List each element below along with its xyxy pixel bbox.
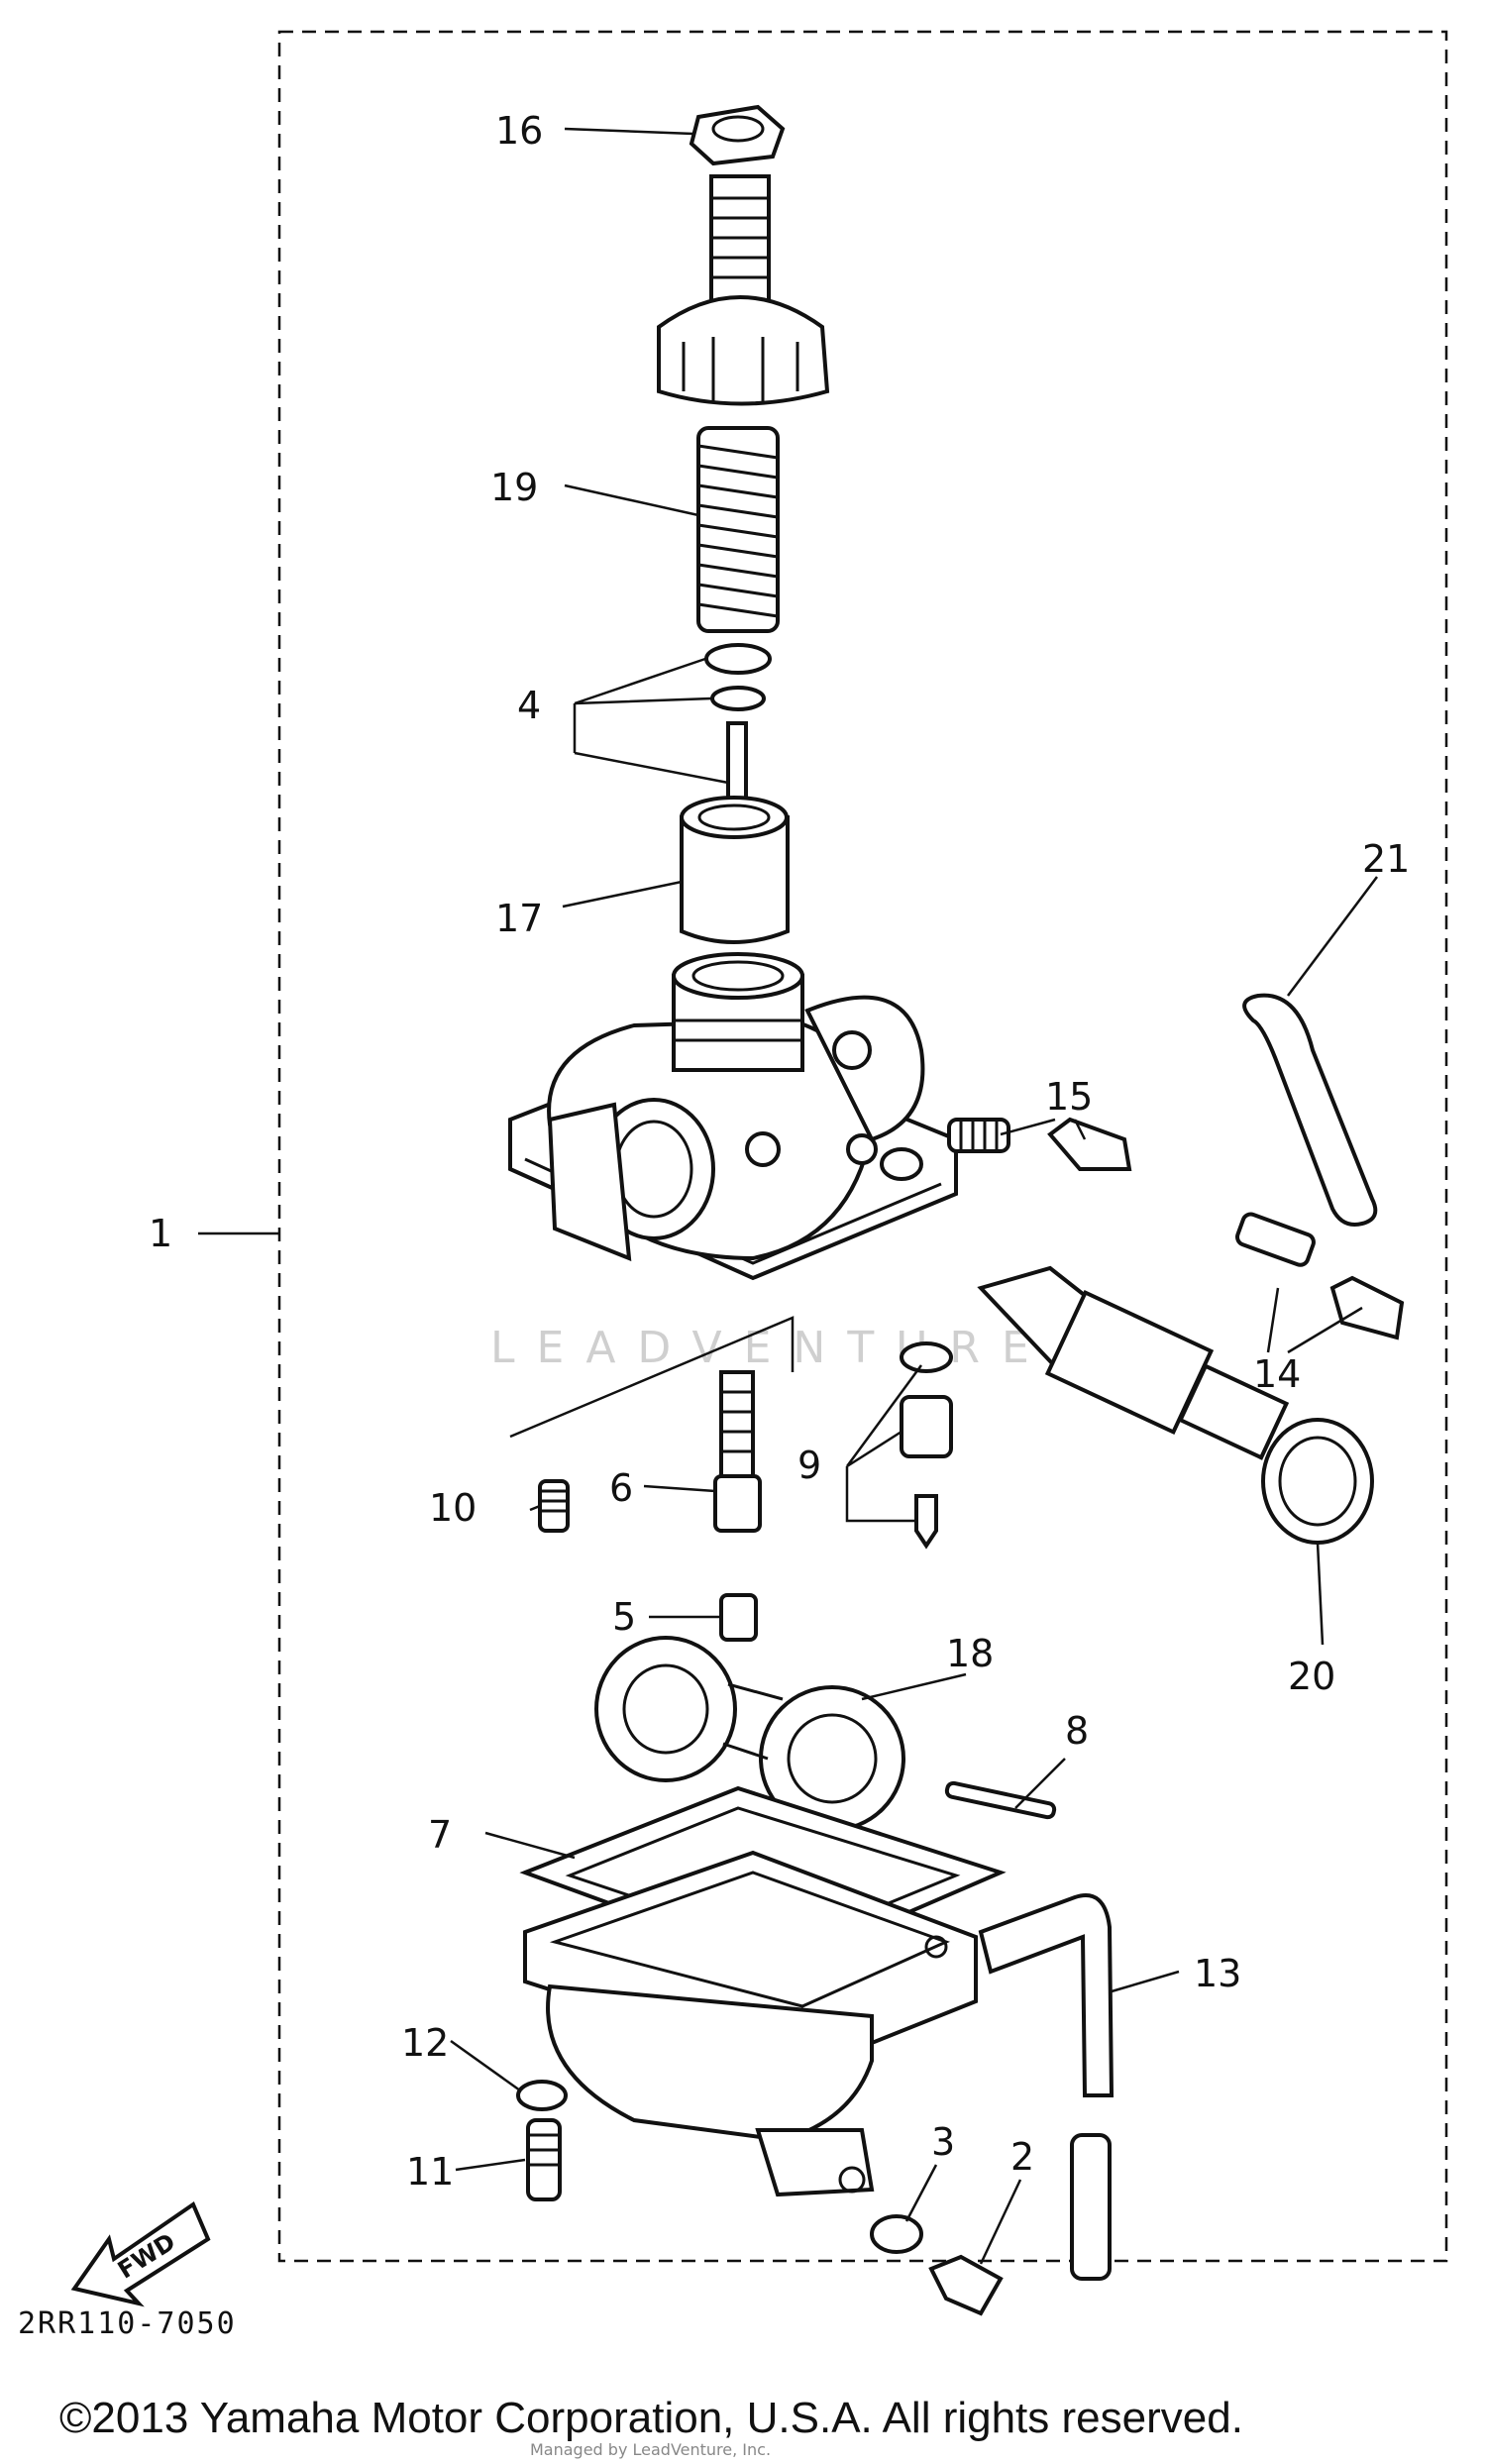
callout-2: 2 [1010, 2135, 1034, 2179]
part-5-main-jet [719, 1593, 758, 1642]
leader-lines [198, 127, 1378, 2265]
part-6-needle-jet [713, 1370, 762, 1533]
part-12-washer [516, 2080, 568, 2111]
callout-12: 12 [401, 2021, 449, 2065]
part-19-spring [696, 426, 780, 633]
part-10-screw [538, 1479, 570, 1533]
part-15-pilot-screw [947, 1117, 1132, 1171]
callout-13: 13 [1194, 1952, 1241, 1995]
part-code: 2RR110-7050 [18, 2306, 237, 2341]
carburetor-body [508, 952, 958, 1281]
part-18-float [594, 1636, 905, 1832]
copyright: ©2013 Yamaha Motor Corporation, U.S.A. A… [59, 2394, 1243, 2442]
callout-4: 4 [517, 684, 541, 727]
part-2-drain-screw [928, 2254, 1004, 2316]
callout-9: 9 [797, 1444, 821, 1487]
callout-17: 17 [495, 897, 543, 940]
part-14-throttle-stop-screw [1235, 1212, 1405, 1340]
callout-5: 5 [612, 1595, 636, 1639]
part-17-throttle-slide [680, 796, 790, 944]
part-9-needle-valve [900, 1341, 953, 1550]
callout-1: 1 [149, 1212, 172, 1255]
float-bowl [523, 1850, 978, 2197]
part-20-starter-plunger [977, 1265, 1374, 1545]
callout-11: 11 [406, 2150, 454, 2194]
part-13-overflow-hose [978, 1893, 1114, 2281]
callout-7: 7 [428, 1813, 452, 1857]
callout-labels: 16 19 4 17 21 15 1 14 10 6 9 5 20 18 8 7… [149, 109, 1410, 2194]
credit-text: Managed by LeadVenture, Inc. [530, 2440, 771, 2459]
part-21-hose [1242, 993, 1378, 1227]
callout-19: 19 [490, 466, 538, 509]
part-4-needle-set [704, 643, 772, 814]
part-8-float-pin [944, 1780, 1057, 1820]
callout-16: 16 [495, 109, 543, 153]
part-top-cap [657, 174, 830, 406]
callout-20: 20 [1288, 1655, 1335, 1698]
callout-8: 8 [1065, 1709, 1089, 1753]
callout-10: 10 [429, 1486, 477, 1530]
part-11-screw [526, 2118, 562, 2201]
callout-3: 3 [931, 2120, 955, 2164]
part-3-washer [870, 2214, 923, 2254]
callout-14: 14 [1253, 1352, 1301, 1396]
assembly-boundary [277, 30, 1448, 2263]
callout-15: 15 [1045, 1075, 1093, 1119]
part-16-nut [689, 104, 786, 166]
callout-6: 6 [609, 1466, 633, 1510]
fwd-arrow-icon: FWD [70, 2200, 211, 2307]
callout-18: 18 [946, 1632, 994, 1675]
callout-21: 21 [1362, 837, 1410, 881]
watermark: LEADVENTURE [490, 1323, 1051, 1373]
